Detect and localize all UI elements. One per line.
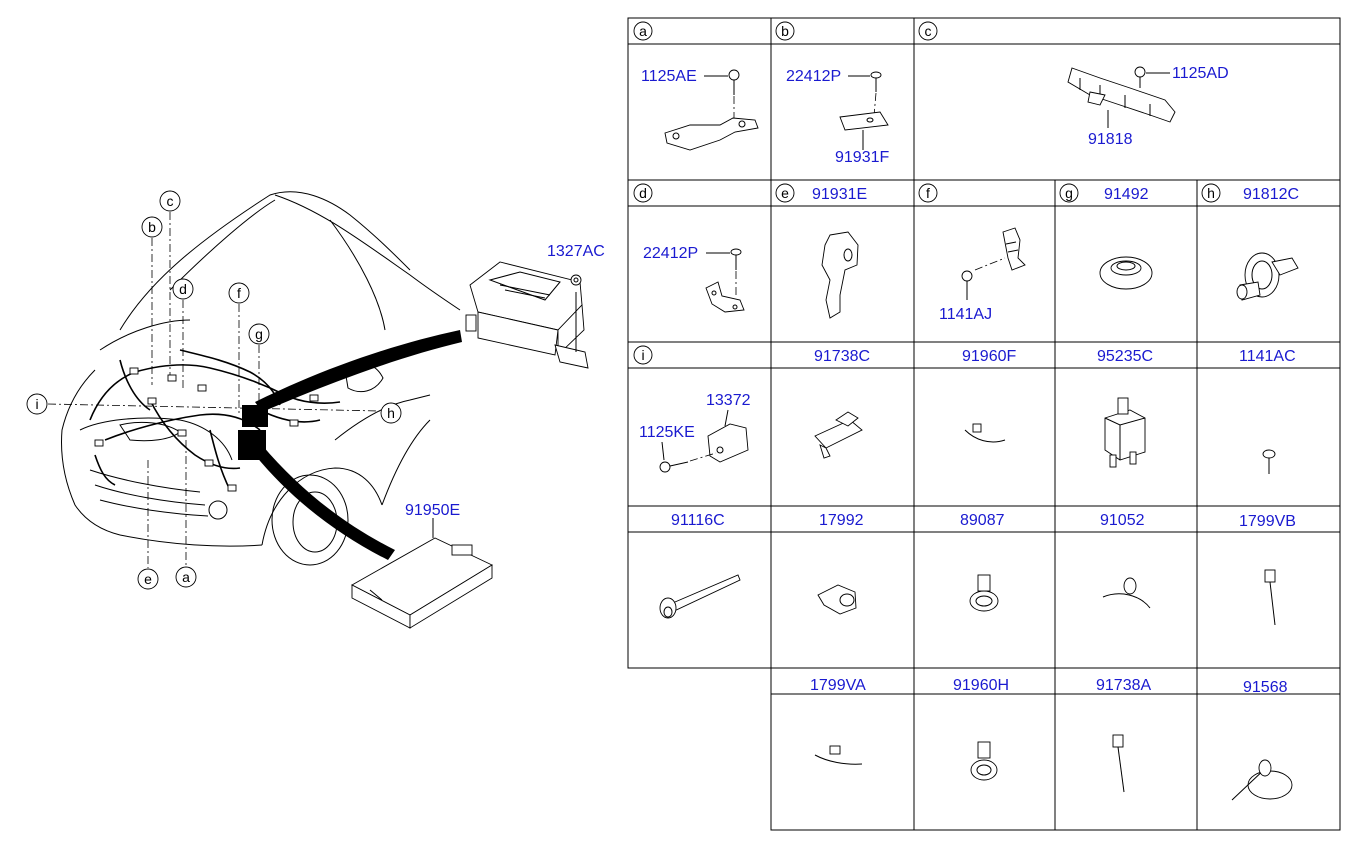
part-1799VB-drawing xyxy=(1264,569,1276,626)
cell-i: i 13372 1125KE xyxy=(633,345,751,473)
part-91052: 91052 xyxy=(1100,512,1145,529)
part-13372: 13372 xyxy=(706,392,751,409)
svg-text:a: a xyxy=(639,23,647,39)
part-91960H-drawing xyxy=(970,741,998,781)
callout-i: i xyxy=(26,393,48,415)
svg-text:b: b xyxy=(148,219,156,235)
cell-h: h 91812C xyxy=(1201,183,1299,301)
part-95235C: 95235C xyxy=(1097,348,1153,365)
svg-text:i: i xyxy=(641,347,644,363)
part-91738A: 91738A xyxy=(1096,677,1151,694)
cell-e: e 91931E xyxy=(775,183,867,319)
callout-b: b xyxy=(141,216,163,238)
svg-text:d: d xyxy=(639,185,647,201)
svg-text:c: c xyxy=(167,193,174,209)
part-91931F: 91931F xyxy=(835,149,889,166)
part-91812C: 91812C xyxy=(1243,186,1299,203)
part-1141AC-drawing xyxy=(1262,449,1276,474)
part-22412P: 22412P xyxy=(786,68,841,85)
part-91960H: 91960H xyxy=(953,677,1009,694)
callout-g: g xyxy=(248,323,270,345)
part-89087-drawing xyxy=(969,574,999,612)
svg-text:h: h xyxy=(1207,185,1215,201)
vehicle-engine-bay-illustration xyxy=(61,191,462,566)
svg-text:f: f xyxy=(926,185,930,201)
part-89087: 89087 xyxy=(960,512,1005,529)
part-91738A-drawing xyxy=(1112,734,1125,793)
cell-c: c 1125AD 91818 xyxy=(918,21,1229,148)
part-1125AD: 1125AD xyxy=(1172,65,1229,82)
part-1799VA-drawing xyxy=(814,745,863,765)
cell-b: b 22412P 91931F xyxy=(775,21,889,166)
relay-box-drawing xyxy=(465,261,589,369)
cell-f: f 1141AJ xyxy=(918,183,1026,323)
part-1799VA: 1799VA xyxy=(810,677,866,694)
part-17992-drawing xyxy=(817,584,857,615)
cell-a: a 1125AE xyxy=(633,21,759,151)
part-17992: 17992 xyxy=(819,512,864,529)
part-1141AJ: 1141AJ xyxy=(939,306,992,323)
part-91738C-drawing xyxy=(814,411,863,459)
callout-leaders xyxy=(47,212,381,568)
parts-table xyxy=(627,17,1341,831)
part-91052-drawing xyxy=(1102,577,1151,609)
cell-g: g 91492 xyxy=(1059,183,1153,290)
part-91818: 91818 xyxy=(1088,131,1133,148)
part-91116C-drawing xyxy=(659,574,741,619)
svg-text:e: e xyxy=(144,571,152,587)
svg-text:e: e xyxy=(781,185,789,201)
part-1125AE: 1125AE xyxy=(641,68,697,85)
svg-text:a: a xyxy=(182,569,190,585)
callout-c: c xyxy=(159,190,181,212)
callout-a: a xyxy=(175,566,197,588)
part-1125KE: 1125KE xyxy=(639,424,695,441)
part-91931E: 91931E xyxy=(812,186,867,203)
callout-d: d xyxy=(172,278,194,300)
callout-f: f xyxy=(228,282,250,304)
part-91568: 91568 xyxy=(1243,679,1288,696)
callout-h: h xyxy=(380,402,402,424)
svg-text:g: g xyxy=(1065,185,1073,201)
part-91568-drawing xyxy=(1231,759,1293,801)
part-1141AC: 1141AC xyxy=(1239,348,1296,365)
svg-text:h: h xyxy=(387,405,395,421)
part-91492: 91492 xyxy=(1104,186,1149,203)
part-91960F: 91960F xyxy=(962,348,1016,365)
cell-d: d 22412P xyxy=(633,183,745,313)
part-91950E: 91950E xyxy=(405,502,460,519)
svg-text:g: g xyxy=(255,326,263,342)
svg-text:b: b xyxy=(781,23,789,39)
svg-text:d: d xyxy=(179,281,187,297)
part-1799VB: 1799VB xyxy=(1239,513,1296,530)
svg-text:i: i xyxy=(35,396,38,412)
part-91116C: 91116C xyxy=(671,512,725,529)
part-22412P-d: 22412P xyxy=(643,245,698,262)
part-95235C-drawing xyxy=(1104,397,1146,468)
part-1327AC: 1327AC xyxy=(547,243,605,260)
callout-e: e xyxy=(137,568,159,590)
part-91738C: 91738C xyxy=(814,348,870,365)
svg-text:c: c xyxy=(925,23,932,39)
part-91960F-drawing xyxy=(964,423,1006,443)
fuse-box-cover-drawing xyxy=(351,518,493,629)
svg-text:f: f xyxy=(237,285,241,301)
